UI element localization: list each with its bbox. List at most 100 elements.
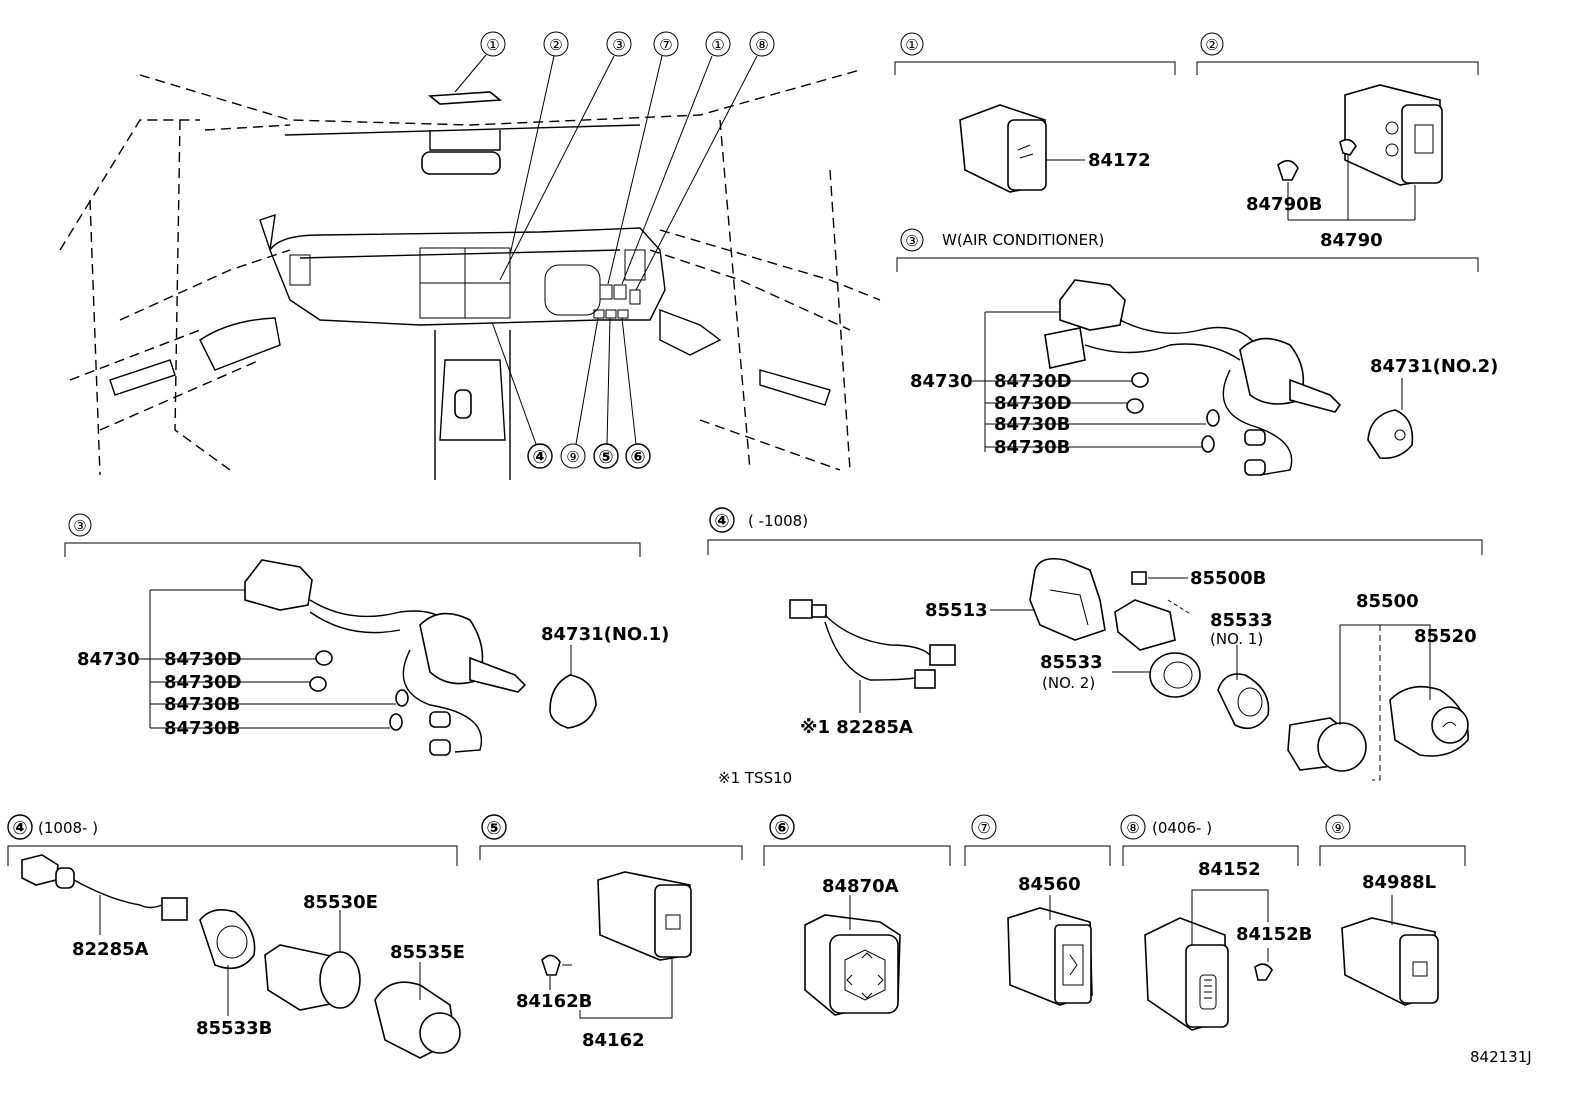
part-84731-no1: 84731(NO.1): [541, 624, 669, 645]
callout-1b: ①: [621, 31, 731, 285]
callout-5: ⑤: [593, 317, 619, 469]
knob-icon: [1367, 409, 1414, 460]
part-84730D: 84730D: [994, 371, 1072, 392]
vehicle-interior-overview: [59, 69, 881, 480]
part-85533-no1: 85533: [1210, 610, 1273, 631]
section-5: ⑤ 84162B 84162: [479, 814, 743, 1051]
section-3-aircon: ③ W(AIR CONDITIONER) 84730 84730D 8473: [896, 228, 1498, 476]
callout-4: ④: [491, 321, 553, 469]
lamp-bulb-icon: [1126, 372, 1266, 476]
section-3: ③ 84730 84730D 84730D 84730B 84730B: [64, 513, 669, 756]
part-84730B: 84730B: [994, 414, 1070, 435]
part-85500: 85500: [1356, 591, 1419, 612]
callout-label: ①: [711, 36, 724, 54]
section-8: ⑧ (0406- ) 84152 84152B: [1120, 814, 1312, 1031]
part-84152B: 84152B: [1236, 924, 1312, 945]
cigarette-lighter-icon: [1114, 571, 1469, 772]
wire-harness-icon: [1044, 279, 1342, 476]
callout-label: ⑦: [659, 36, 672, 54]
switch-icon: [959, 104, 1047, 193]
part-84162: 84162: [582, 1030, 645, 1051]
section-title: (0406- ): [1152, 819, 1212, 837]
section-marker: ⑦: [977, 819, 990, 837]
section-marker: ⑨: [1331, 819, 1344, 837]
switch-icon: [1007, 907, 1093, 1006]
section-marker: ③: [905, 232, 918, 250]
section-marker: ②: [1205, 36, 1218, 54]
clip-icon: [1277, 138, 1357, 181]
callout-8: ⑧: [635, 31, 775, 291]
callout-label: ⑨: [566, 448, 579, 466]
part-84172: 84172: [1088, 150, 1151, 171]
overview-callouts-top: ① ② ③ ⑦ ① ⑧: [454, 31, 775, 291]
part-84730D: 84730D: [164, 672, 242, 693]
figure-code: 842131J: [1470, 1048, 1532, 1066]
wire-harness-icon: [21, 854, 188, 921]
part-84730B: 84730B: [164, 694, 240, 715]
section-marker: ⑥: [774, 818, 789, 839]
wire-harness-icon: [789, 599, 956, 689]
section-marker: ④: [12, 818, 27, 839]
part-84730D: 84730D: [994, 393, 1072, 414]
part-84790: 84790: [1320, 230, 1383, 251]
section-title: W(AIR CONDITIONER): [942, 231, 1104, 249]
switch-icon: [1341, 917, 1439, 1006]
part-84730D: 84730D: [164, 649, 242, 670]
overview-callouts-bottom: ④ ⑨ ⑤ ⑥: [491, 317, 651, 469]
part-84790B: 84790B: [1246, 194, 1322, 215]
callout-6: ⑥: [621, 317, 651, 469]
callout-7: ⑦: [607, 31, 679, 285]
clip-icon: [541, 954, 561, 976]
part-82285A: ※1 82285A: [800, 717, 913, 738]
switch-icon: [1144, 917, 1229, 1031]
part-84560: 84560: [1018, 874, 1081, 895]
section-6: ⑥ 84870A: [763, 814, 951, 1016]
lamp-bulb-icon: [309, 650, 451, 756]
part-85533-no2: 85533: [1040, 652, 1103, 673]
section-marker: ④: [714, 511, 729, 532]
section-1: ① 84172: [894, 32, 1176, 193]
section-9: ⑨ 84988L: [1319, 814, 1466, 1006]
section-2: ② 84790B 84790: [1196, 32, 1479, 251]
callout-2: ②: [509, 31, 569, 256]
part-85530E: 85530E: [303, 892, 378, 913]
footnote: ※1 TSS10: [718, 769, 792, 787]
switch-icon: [597, 871, 692, 961]
part-82285A: 82285A: [72, 939, 149, 960]
clip-icon: [1254, 963, 1273, 981]
section-marker: ③: [73, 517, 86, 535]
section-marker: ①: [905, 36, 918, 54]
section-marker: ⑧: [1126, 819, 1139, 837]
part-85533-no2-note: (NO. 2): [1042, 674, 1095, 692]
part-84988L: 84988L: [1362, 872, 1436, 893]
callout-label: ⑤: [598, 447, 613, 468]
part-84730: 84730: [910, 371, 973, 392]
section-7: ⑦ 84560: [964, 814, 1111, 1006]
callout-label: ③: [612, 36, 625, 54]
part-84870A: 84870A: [822, 876, 899, 897]
section-marker: ⑤: [486, 818, 501, 839]
part-84152: 84152: [1198, 859, 1261, 880]
part-85533B: 85533B: [196, 1018, 272, 1039]
part-84731-no2: 84731(NO.2): [1370, 356, 1498, 377]
section-4b: ④ (1008- ) 82285A 85533B 85530E 85535E: [7, 814, 465, 1059]
callout-label: ⑥: [630, 447, 645, 468]
switch-icon: [1344, 84, 1443, 186]
clip-icon: [1029, 557, 1106, 641]
switch-icon: [804, 914, 901, 1016]
callout-label: ⑧: [755, 36, 768, 54]
callout-3: ③: [499, 31, 632, 281]
part-85533-no1-note: (NO. 1): [1210, 630, 1263, 648]
part-85535E: 85535E: [390, 942, 465, 963]
callout-1: ①: [454, 31, 506, 93]
part-85520: 85520: [1414, 626, 1477, 647]
callout-9: ⑨: [560, 317, 599, 469]
callout-label: ①: [486, 36, 499, 54]
part-85513: 85513: [925, 600, 988, 621]
part-84730B: 84730B: [164, 718, 240, 739]
knob-icon: [549, 674, 597, 729]
section-title: (1008- ): [38, 819, 98, 837]
part-85500B: 85500B: [1190, 568, 1266, 589]
part-84730: 84730: [77, 649, 140, 670]
